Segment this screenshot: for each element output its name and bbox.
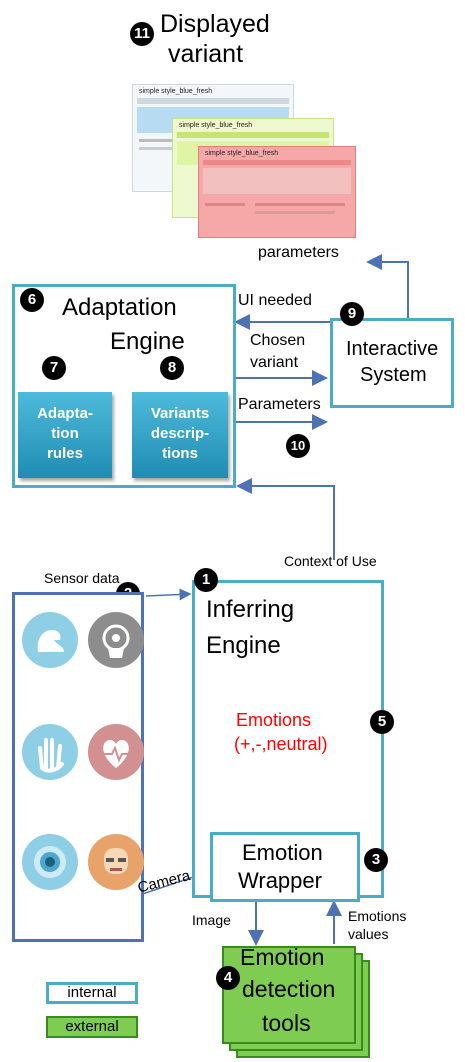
parameters-out-arrow xyxy=(366,254,409,318)
rules-label-line2: tion xyxy=(51,425,79,442)
chosen-variant-label-line1: Chosen xyxy=(250,332,306,349)
emotions-label-line2: (+,-,neutral) xyxy=(234,734,328,754)
emotion-detection-tools-box xyxy=(222,946,356,1044)
emotions-values-label-line1: Emotions xyxy=(348,908,407,924)
interactive-system-badge: 9 xyxy=(340,302,364,326)
muscle-sensor-icon xyxy=(22,612,78,668)
emotions-values-label-line2: values xyxy=(348,926,389,942)
interactive-system-label-line2: System xyxy=(360,364,427,386)
displayed-badge: 11 xyxy=(130,22,154,46)
emotion-wrapper-label-line1: Emotion xyxy=(242,840,323,865)
legend-external: external xyxy=(46,1016,138,1038)
parameters-top-label: parameters xyxy=(258,244,339,261)
adaptation-rules-tab: Adapta- tion rules xyxy=(18,392,112,478)
tools-label-line3: tools xyxy=(262,1010,311,1036)
inferring-engine-badge: 1 xyxy=(194,568,218,592)
interactive-system-box xyxy=(330,318,454,408)
inferring-engine-title-line1: Inferring xyxy=(206,596,295,623)
emotion-wrapper-badge: 3 xyxy=(364,848,388,872)
displayed-title-line2: variant xyxy=(168,40,244,68)
preview-title-green: simple style_blue_fresh xyxy=(179,122,253,129)
heart-sensor-icon xyxy=(88,724,144,780)
face-camera-sensor-icon xyxy=(88,834,144,890)
emotion-wrapper-label-line2: Wrapper xyxy=(238,868,322,893)
interactive-system-label-line1: Interactive xyxy=(346,338,439,360)
variants-descriptions-tab: Variants descrip- tions xyxy=(132,392,228,478)
variant-preview-red: simple style_blue_fresh xyxy=(198,146,356,238)
tools-label-line2: detection xyxy=(242,976,336,1002)
variants-badge: 8 xyxy=(160,356,184,380)
sensor-data-arrow xyxy=(145,588,192,601)
parameters-badge: 10 xyxy=(286,434,310,458)
adaptation-engine-title-line2: Engine xyxy=(110,328,185,355)
legend-internal: internal xyxy=(46,982,138,1004)
hand-sensor-icon xyxy=(22,724,78,780)
legend-external-label: external xyxy=(65,1018,119,1035)
emotion-detection-tools-badge: 4 xyxy=(216,966,240,990)
parameters-label: Parameters xyxy=(238,396,321,413)
image-label: Image xyxy=(192,912,231,928)
rules-label-line3: rules xyxy=(47,445,83,462)
preview-title: simple style_blue_fresh xyxy=(139,88,213,95)
adaptation-engine-badge: 6 xyxy=(20,288,44,312)
context-of-use-label: Context of Use xyxy=(284,553,377,569)
rules-badge: 7 xyxy=(42,356,66,380)
variants-label-line1: Variants xyxy=(150,405,210,422)
tools-label-line1: Emotion xyxy=(240,944,325,970)
emotions-label-line1: Emotions xyxy=(236,710,312,730)
preview-title-red: simple style_blue_fresh xyxy=(205,150,279,157)
emotions-badge: 5 xyxy=(370,710,394,734)
sensor-data-label: Sensor data xyxy=(44,570,120,586)
variants-label-line3: tions xyxy=(162,445,198,462)
variants-label-line2: descrip- xyxy=(150,425,210,442)
emotion-wrapper-box xyxy=(210,832,360,902)
context-of-use-arrow xyxy=(236,478,335,560)
chosen-variant-label-line2: variant xyxy=(250,354,299,371)
displayed-title-line1: Displayed xyxy=(160,10,270,38)
rules-label-line1: Adapta- xyxy=(37,405,93,422)
legend-internal-label: internal xyxy=(67,984,117,1001)
eye-sensor-icon xyxy=(22,834,78,890)
ui-needed-label: UI needed xyxy=(238,292,312,309)
adaptation-engine-title-line1: Adaptation xyxy=(62,294,177,321)
inferring-engine-title-line2: Engine xyxy=(206,632,281,659)
brain-sensor-icon xyxy=(88,612,144,668)
